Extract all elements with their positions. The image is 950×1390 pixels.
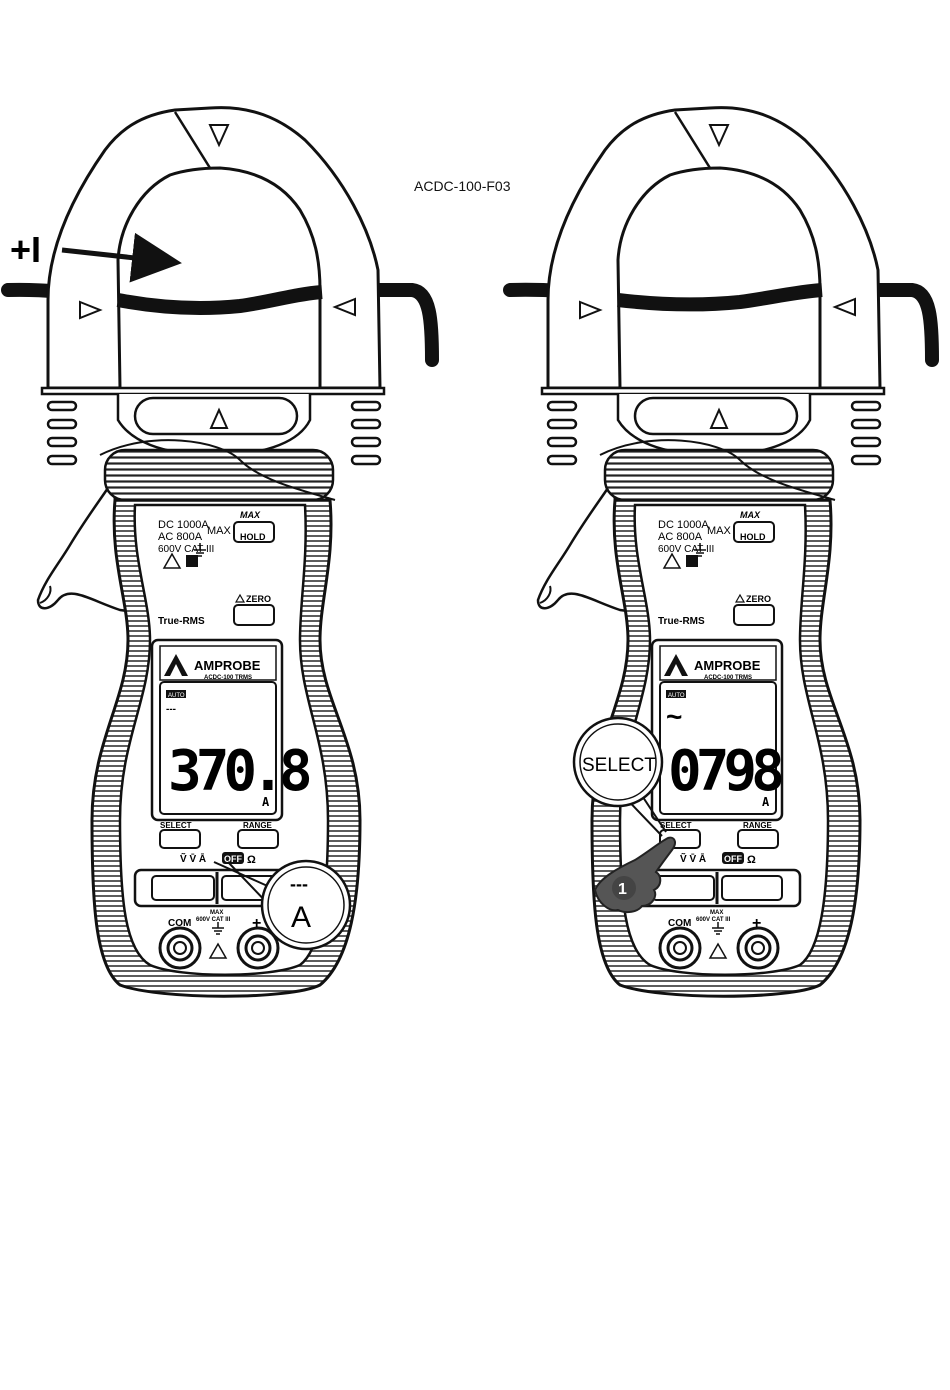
- current-direction-arrow: [61, 232, 182, 283]
- rating-ac: AC 800A: [658, 531, 703, 543]
- select-button-label: SELECT: [160, 821, 192, 830]
- com-terminal-label: COM: [668, 918, 691, 929]
- current-label: +I: [10, 229, 41, 270]
- hold-button-label: HOLD: [740, 532, 766, 542]
- plus-terminal-label: +: [752, 915, 761, 932]
- ac-mode-symbol: ~: [666, 701, 682, 732]
- dial-ohm: Ω: [747, 854, 756, 866]
- true-rms-label: True-RMS: [158, 616, 205, 627]
- terminal-cat-label: 600V CAT III: [696, 917, 731, 923]
- range-button-label: RANGE: [743, 821, 773, 830]
- com-terminal-label: COM: [168, 918, 191, 929]
- lcd-unit: A: [262, 795, 270, 809]
- zero-button-label: ZERO: [246, 594, 271, 604]
- rating-max: MAX: [707, 525, 732, 537]
- max-button-label: MAX: [740, 510, 761, 520]
- rating-max: MAX: [207, 525, 232, 537]
- brand-logo: AMPROBE: [694, 658, 761, 673]
- auto-indicator: AUTO: [168, 693, 185, 699]
- rating-ac: AC 800A: [158, 531, 203, 543]
- rating-cat: 600V CAT III: [158, 544, 214, 555]
- dc-mode-symbol: ---: [166, 704, 176, 715]
- figure-code: ACDC-100-F03: [414, 178, 511, 194]
- lcd-reading: 370.8: [168, 739, 310, 804]
- plus-terminal-label: +: [252, 915, 261, 932]
- pressing-finger-icon: 1: [593, 836, 676, 914]
- rating-cat: 600V CAT III: [658, 544, 714, 555]
- true-rms-label: True-RMS: [658, 616, 705, 627]
- hold-button-label: HOLD: [240, 532, 266, 542]
- zero-button-label: ZERO: [746, 594, 771, 604]
- step-number: 1: [618, 881, 627, 898]
- dial-positions: Ṽ V̄ Ā: [180, 852, 206, 865]
- brand-logo: AMPROBE: [194, 658, 261, 673]
- delta-icon: [234, 593, 246, 603]
- callout-select-label: SELECT: [582, 755, 656, 776]
- callout-dc-amps: --- A: [213, 859, 352, 951]
- dial-ohm: Ω: [247, 854, 256, 866]
- delta-icon: [734, 593, 746, 603]
- callout-dc-symbol: ---: [290, 874, 308, 894]
- terminal-cat-label: 600V CAT III: [196, 917, 231, 923]
- range-button-label: RANGE: [243, 821, 273, 830]
- dial-off: OFF: [224, 854, 242, 864]
- terminal-max-label: MAX: [710, 910, 723, 916]
- auto-indicator: AUTO: [668, 693, 685, 699]
- model-label: ACDC-100 TRMS: [204, 675, 252, 681]
- rating-dc: DC 1000A: [658, 519, 709, 531]
- terminal-max-label: MAX: [210, 910, 223, 916]
- max-button-label: MAX: [240, 510, 261, 520]
- clamp-meter-left: DC 1000A AC 800A MAX 600V CAT III MAX HO…: [36, 106, 386, 998]
- rating-dc: DC 1000A: [158, 519, 209, 531]
- dial-off: OFF: [724, 854, 742, 864]
- callout-select: SELECT: [572, 716, 667, 837]
- model-label: ACDC-100 TRMS: [704, 675, 752, 681]
- clamp-meter-right: DC 1000A AC 800A MAX 600V CAT III MAX HO…: [536, 106, 886, 998]
- dial-positions: Ṽ V̄ Ā: [680, 852, 706, 865]
- lcd-reading: 0798: [668, 739, 782, 804]
- callout-amp-letter: A: [291, 901, 311, 934]
- lcd-unit: A: [762, 795, 770, 809]
- select-button-label: SELECT: [660, 821, 692, 830]
